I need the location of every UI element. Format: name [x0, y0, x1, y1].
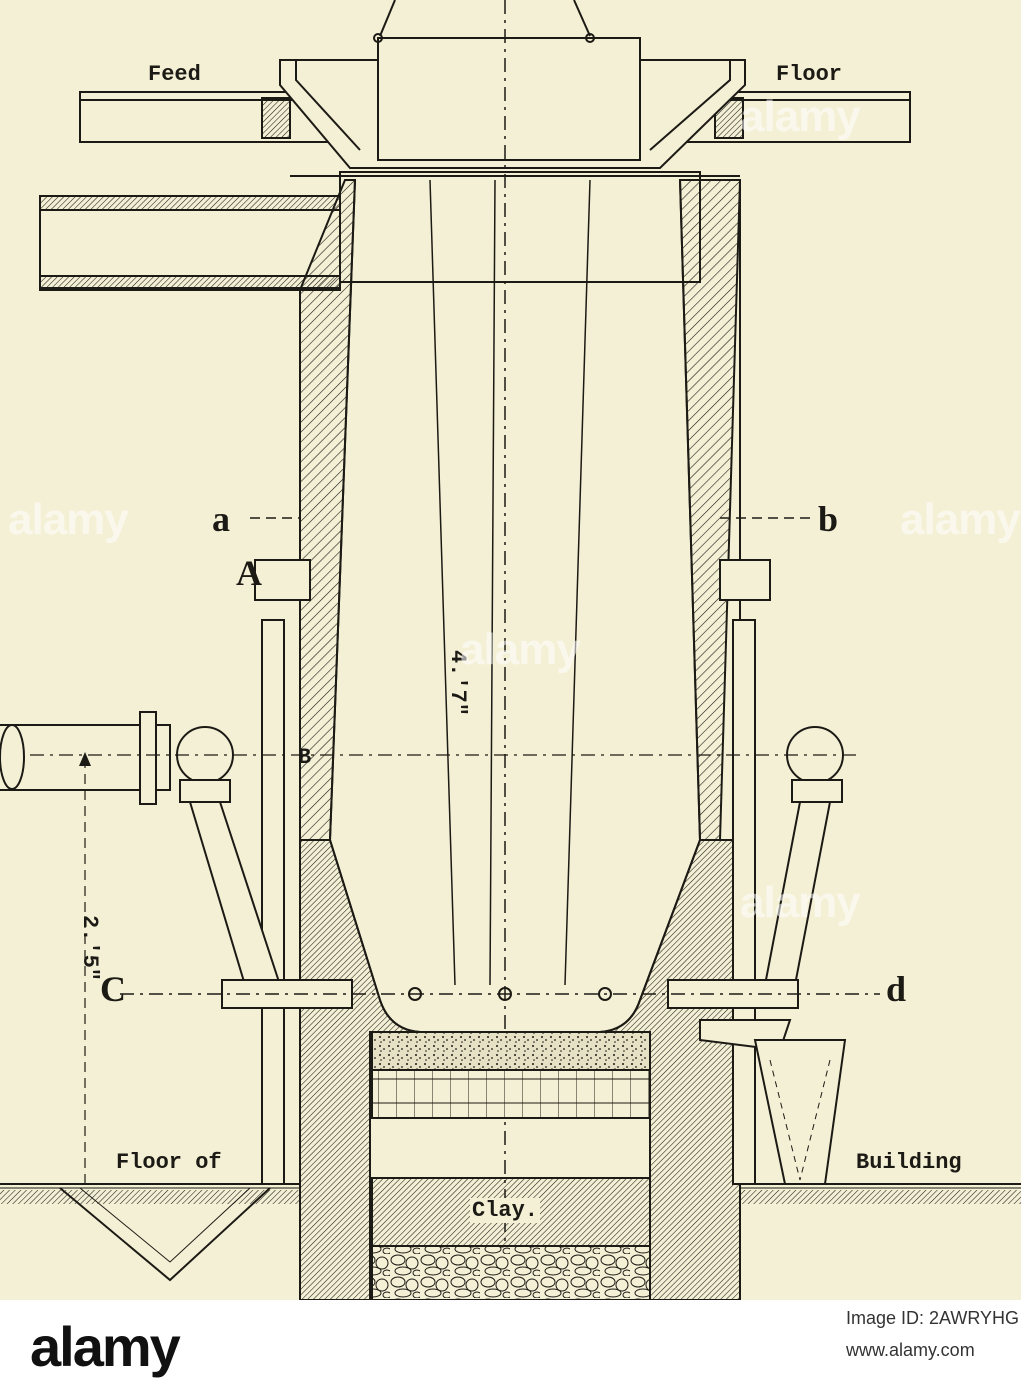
watermark-text: alamy	[740, 878, 861, 927]
label-building: Building	[856, 1150, 962, 1175]
label-section-c: C	[100, 969, 126, 1009]
hearth-stone-layer	[371, 1245, 651, 1300]
label-section-d: d	[886, 969, 907, 1009]
watermark-text: alamy	[740, 92, 861, 141]
label-section-a: a	[212, 499, 230, 539]
label-floor-of: Floor of	[116, 1150, 222, 1175]
column-left	[261, 619, 285, 1185]
watermark-text: alamy	[460, 625, 581, 674]
watermark-text: alamy	[900, 495, 1021, 544]
watermark-text: alamy	[8, 495, 129, 544]
ladle	[753, 1039, 847, 1185]
gas-take-ring	[339, 171, 701, 283]
diagram-plate: Feed Floor a b A B C d Floor of Building…	[0, 0, 1021, 1300]
alamy-logo: alamy	[30, 1315, 181, 1378]
label-clay: Clay.	[470, 1198, 541, 1223]
footer-bar: alamy Image ID: 2AWRYHG www.alamy.com	[0, 1300, 1021, 1390]
site-url-text: www.alamy.com	[846, 1340, 975, 1360]
image-id-text: Image ID: 2AWRYHG	[846, 1308, 1020, 1328]
label-feed: Feed	[148, 62, 201, 87]
drawing-strokes	[0, 0, 1021, 1300]
drainage-trench	[59, 1187, 271, 1282]
shaft-lining-left	[299, 179, 357, 841]
label-point-A: A	[236, 553, 262, 593]
beam-joist-left	[261, 97, 291, 139]
watermark-top: alamy	[740, 92, 861, 142]
furnace-section-drawing	[0, 0, 1021, 1300]
watermark-right: alamy	[900, 495, 1021, 545]
hearth-sand-layer	[371, 1031, 651, 1071]
hearth-brick-layer	[371, 1069, 651, 1119]
watermark-center: alamy	[460, 625, 581, 675]
label-dim-tuyere: 2.'5"	[77, 915, 102, 982]
watermark-left: alamy	[8, 495, 129, 545]
watermark-lower-right: alamy	[740, 878, 861, 928]
label-point-B: B	[298, 745, 312, 770]
charging-bell	[377, 37, 641, 161]
label-floor-top: Floor	[776, 62, 843, 87]
label-section-b: b	[818, 499, 839, 539]
